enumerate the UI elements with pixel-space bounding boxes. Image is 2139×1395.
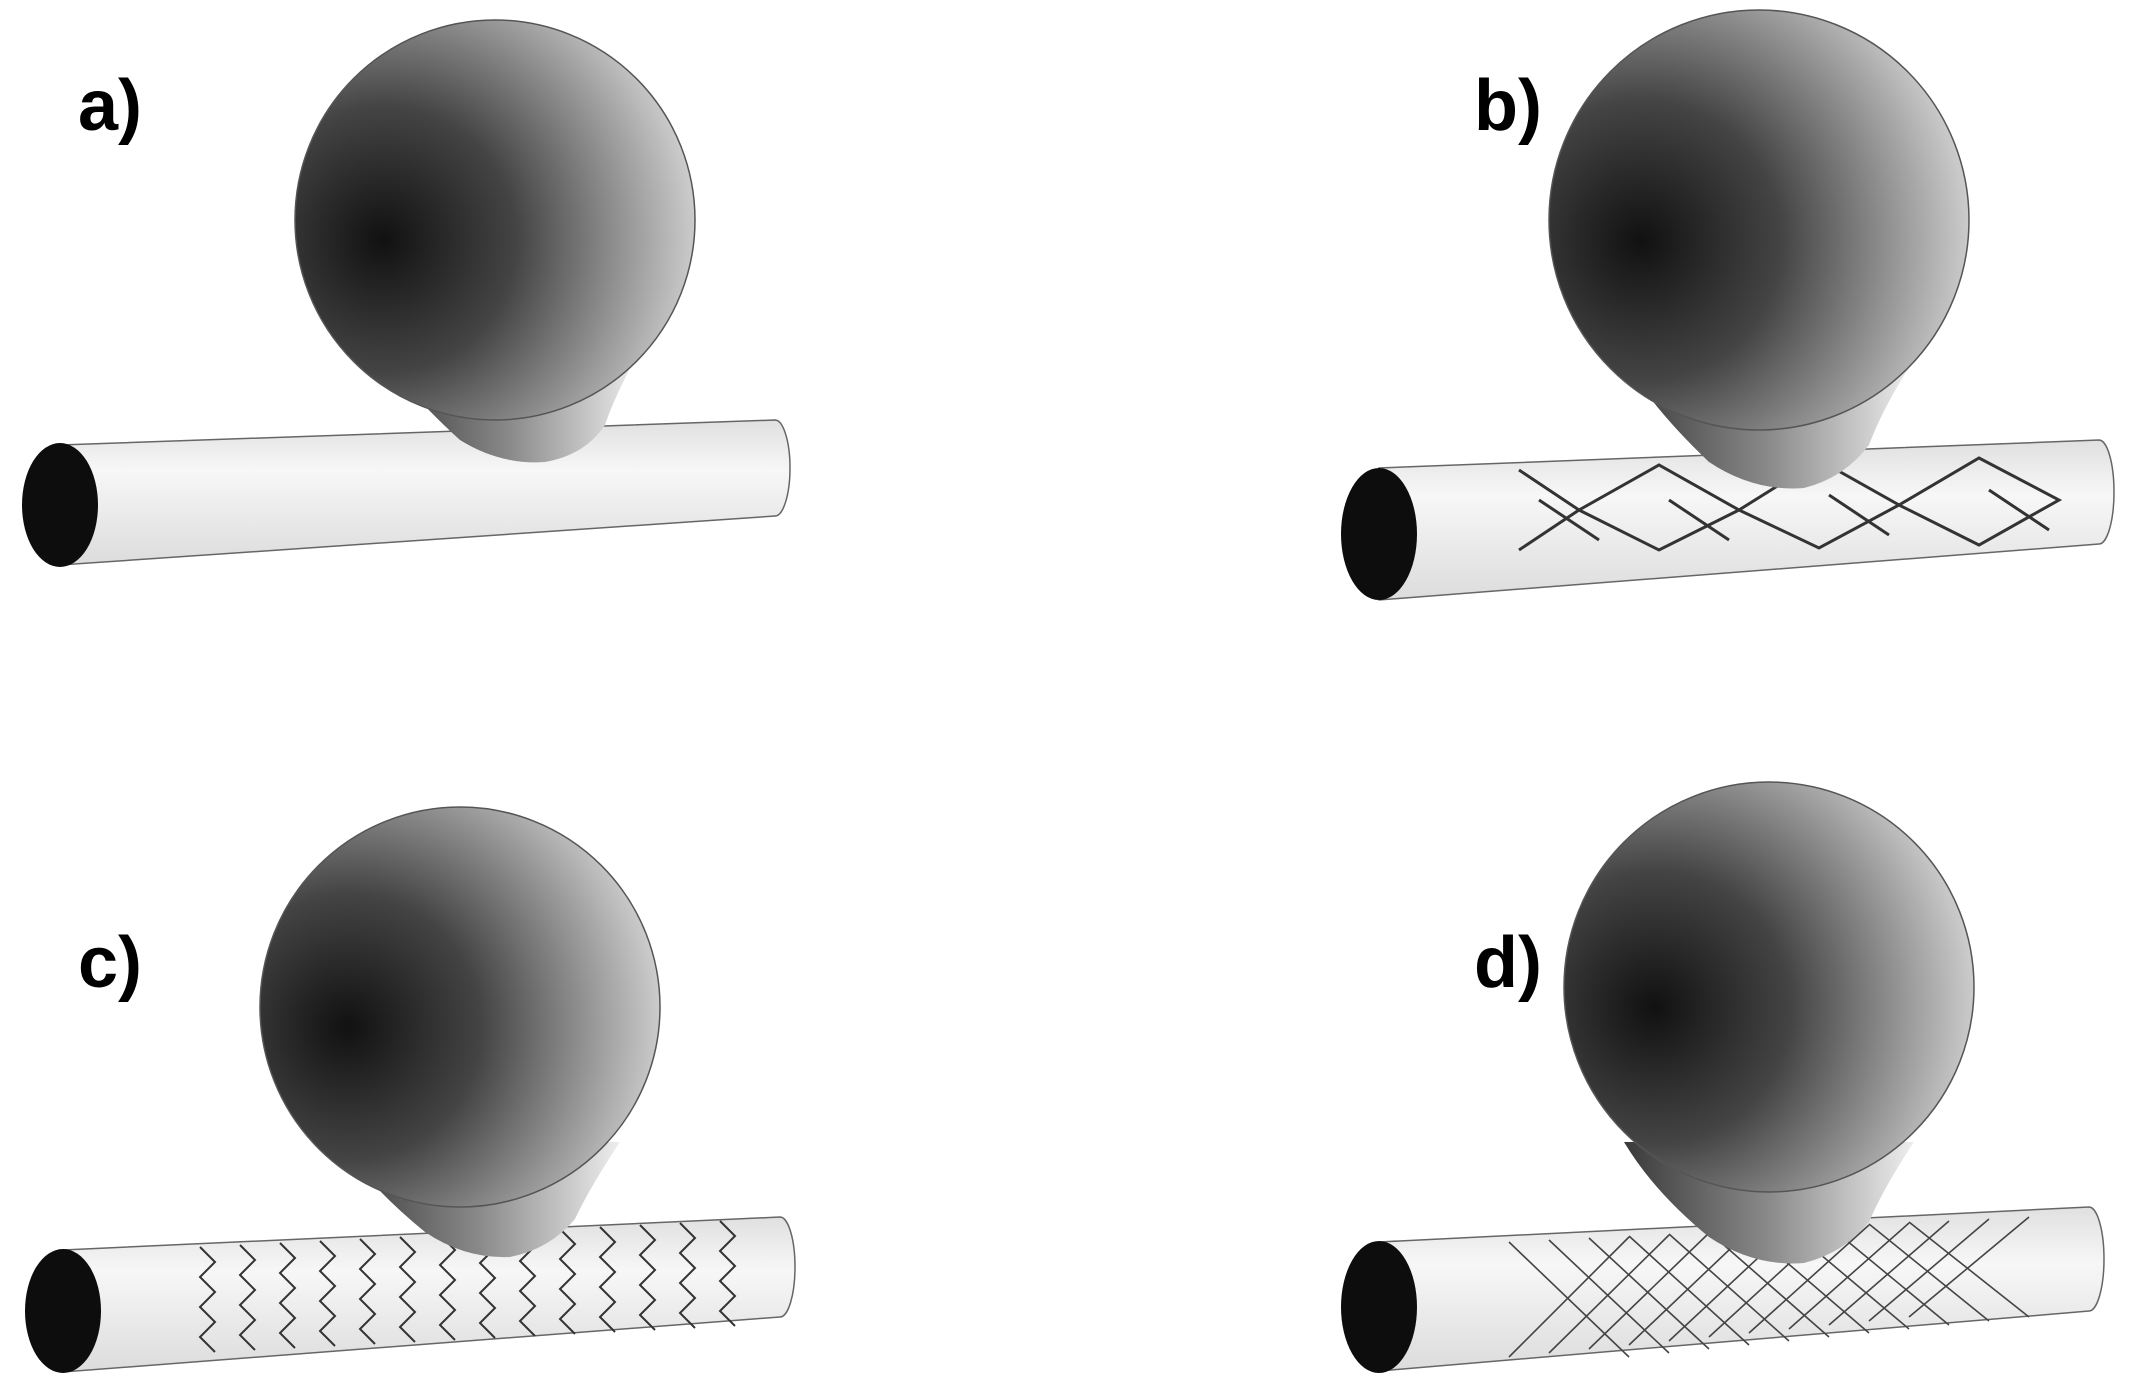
vessel-opening-c: [25, 1249, 101, 1373]
panel-d: d): [1069, 697, 2139, 1395]
stent-open-cell-b: [1518, 456, 2063, 552]
panel-label-a: a): [78, 66, 143, 146]
parent-vessel-c: [25, 1216, 796, 1373]
aneurysm-model-a: [22, 19, 791, 567]
aneurysm-model-c: [25, 806, 796, 1373]
aneurysm-model-d: [1341, 781, 2105, 1373]
aneurysm-sac-c: [259, 806, 661, 1258]
panel-c: c): [0, 697, 1069, 1395]
panel-label-b: b): [1474, 66, 1542, 146]
aneurysm-sac-d: [1563, 781, 1975, 1264]
parent-vessel-b: [1341, 439, 2115, 601]
panel-label-d: d): [1474, 923, 1542, 1003]
stent-braided-d: [1508, 1216, 2030, 1358]
vessel-opening-a: [22, 443, 98, 567]
panel-a: a): [0, 0, 1069, 697]
panel-label-c: c): [78, 923, 143, 1003]
panel-b: b): [1069, 0, 2139, 697]
aneurysm-sac-b: [1548, 9, 1970, 489]
vessel-opening-b: [1341, 468, 1417, 600]
parent-vessel-d: [1341, 1206, 2105, 1373]
vessel-opening-d: [1341, 1241, 1417, 1373]
parent-vessel-a: [22, 419, 791, 567]
aneurysm-sac-a: [294, 19, 696, 463]
aneurysm-model-b: [1341, 9, 2115, 601]
